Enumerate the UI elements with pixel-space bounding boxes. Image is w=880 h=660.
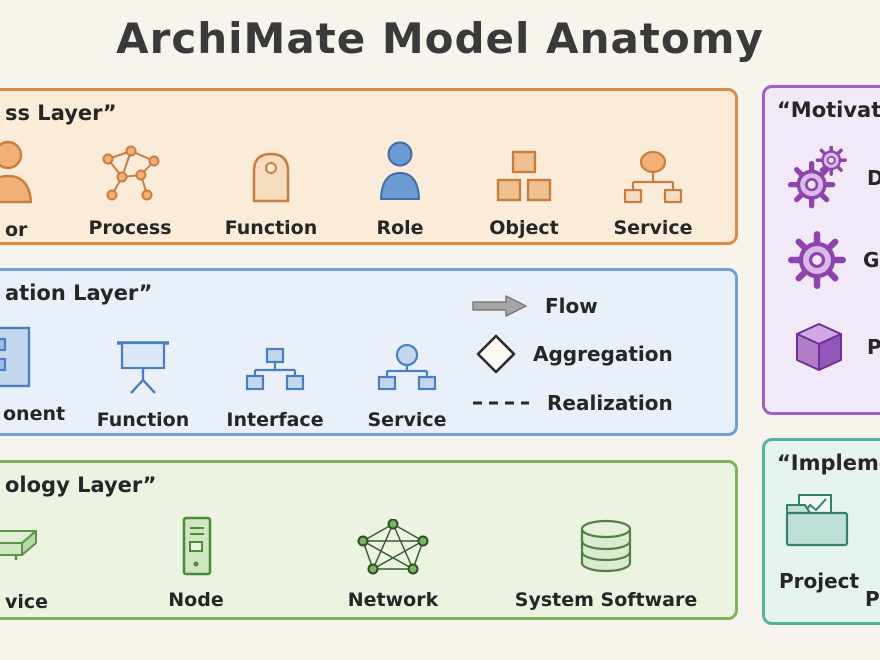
business-item-service: Service xyxy=(598,117,708,239)
aggregation-label: Aggregation xyxy=(533,342,673,366)
interface-icon xyxy=(243,347,307,397)
gears-icon xyxy=(787,146,851,210)
legend-aggregation: Aggregation xyxy=(475,333,673,375)
system-software-icon xyxy=(573,517,639,577)
flow-label: Flow xyxy=(545,294,598,318)
application-layer-label: ation Layer” xyxy=(5,281,153,305)
business-layer-box: ss Layer” or xyxy=(0,88,738,245)
app-function-label: Function xyxy=(96,409,190,431)
process-label: Process xyxy=(88,217,172,239)
technology-item-node: Node xyxy=(141,489,251,611)
goal-label: G xyxy=(863,248,880,272)
business-layer-label: ss Layer” xyxy=(5,101,117,125)
motivation-label: “Motivation xyxy=(777,98,880,122)
network-icon xyxy=(356,519,430,577)
role-icon xyxy=(374,139,426,205)
technology-layer-label: ology Layer” xyxy=(5,473,157,497)
service-icon xyxy=(621,149,685,205)
page-title: ArchiMate Model Anatomy xyxy=(116,14,764,63)
business-item-object: Object xyxy=(469,117,579,239)
aggregation-diamond-icon xyxy=(475,333,517,375)
technology-layer-box: ology Layer” vice Node xyxy=(0,460,738,620)
package-icon xyxy=(787,318,851,376)
process-icon xyxy=(95,143,165,205)
application-item-interface: Interface xyxy=(220,309,330,431)
implementation-label: “Implementat xyxy=(777,451,880,475)
function-icon xyxy=(241,147,301,205)
component-icon xyxy=(0,325,35,389)
system-software-label: System Software xyxy=(514,589,698,611)
network-label: Network xyxy=(347,589,439,611)
motivation-box: “Motivation xyxy=(762,85,880,415)
service-label: Service xyxy=(613,217,693,239)
business-item-process: Process xyxy=(75,117,185,239)
app-service-label: Service xyxy=(367,409,447,431)
project-label: Project xyxy=(779,569,860,593)
driver-label: D xyxy=(867,166,880,190)
application-layer-box: ation Layer” onent Function xyxy=(0,268,738,436)
business-item-role: Role xyxy=(345,117,455,239)
motivation-item-goal: G xyxy=(787,230,879,290)
actor-label: or xyxy=(5,219,28,241)
flow-arrow-icon xyxy=(471,293,529,319)
project-folder-icon xyxy=(781,489,853,551)
legend-realization: Realization xyxy=(471,391,673,415)
gear-icon xyxy=(787,230,847,290)
implementation-box: “Implementat Project P xyxy=(762,438,880,625)
legend-flow: Flow xyxy=(471,293,598,319)
function-label: Function xyxy=(224,217,318,239)
business-item-function: Function xyxy=(216,117,326,239)
application-item-function: Function xyxy=(88,309,198,431)
p-label: P xyxy=(865,587,880,611)
motivation-item-driver: D xyxy=(787,146,880,210)
motivation-item-principle: P xyxy=(787,318,880,376)
device-icon xyxy=(0,521,40,571)
technology-item-system-software: System Software xyxy=(515,489,697,611)
actor-icon xyxy=(0,138,38,208)
app-function-icon xyxy=(112,337,174,397)
device-label: vice xyxy=(5,591,49,613)
application-item-service: Service xyxy=(352,309,462,431)
principle-label: P xyxy=(867,335,880,359)
component-label: onent xyxy=(3,403,66,425)
node-icon xyxy=(173,515,219,577)
role-label: Role xyxy=(376,217,424,239)
node-label: Node xyxy=(168,589,224,611)
realization-label: Realization xyxy=(547,391,673,415)
interface-label: Interface xyxy=(226,409,324,431)
technology-item-network: Network xyxy=(338,489,448,611)
app-service-icon xyxy=(375,343,439,397)
object-icon xyxy=(492,149,556,205)
object-label: Object xyxy=(489,217,559,239)
realization-dashed-line xyxy=(471,398,531,408)
